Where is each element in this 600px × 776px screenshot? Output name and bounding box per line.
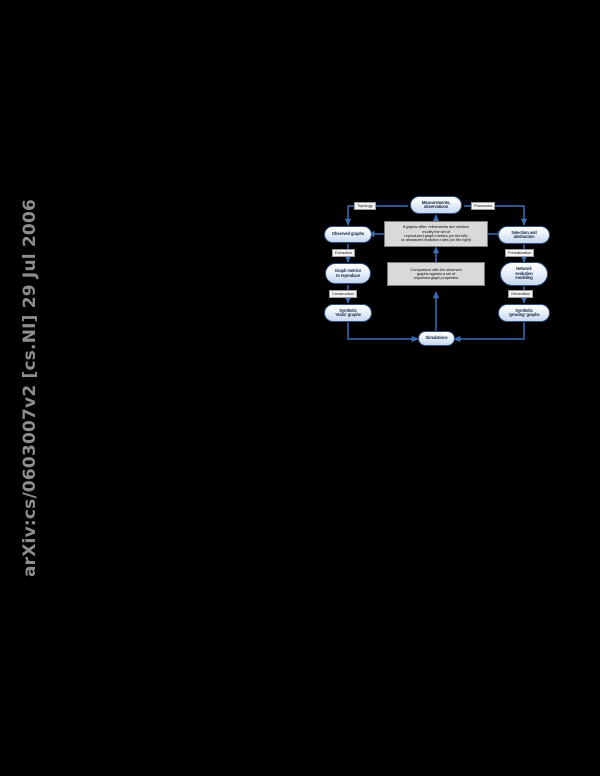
arxiv-stamp: arXiv:cs/0603007v2 [cs.NI] 29 Jul 2006: [0, 0, 60, 776]
node-label: Measurements, observations: [421, 199, 451, 209]
node-label: Graph metrics to reproduce: [334, 268, 362, 278]
edge-label-construction: Construction: [329, 290, 357, 298]
node-measurements-observations[interactable]: Measurements, observations: [410, 196, 462, 214]
node-label: Synthetic 'growing' graphs: [508, 307, 540, 317]
node-simulations[interactable]: Simulations: [418, 331, 455, 346]
note-text: If graphs differ, refinements are needed…: [401, 224, 471, 243]
node-synthetic-growing-graphs[interactable]: Synthetic 'growing' graphs: [498, 304, 550, 322]
edge-label-topology: Topology: [354, 202, 376, 210]
edge-label-processes: Processes: [471, 202, 496, 210]
note-comparison: Comparison with the observed graphs agai…: [387, 262, 485, 286]
node-label: Network evolution modeling: [515, 266, 533, 281]
node-synthetic-static-graphs[interactable]: Synthetic 'static' graphs: [324, 304, 372, 322]
node-selection-and-abstraction[interactable]: Selection and abstraction: [498, 226, 550, 244]
node-graph-metrics-to-reproduce[interactable]: Graph metrics to reproduce: [325, 263, 371, 284]
note-text: Comparison with the observed graphs agai…: [410, 266, 462, 281]
note-refinement: If graphs differ, refinements are needed…: [384, 221, 488, 247]
node-label: Selection and abstraction: [511, 229, 537, 239]
node-observed-graphs[interactable]: Observed graphs: [324, 226, 372, 243]
edge-label-extraction: Extraction: [332, 249, 356, 257]
node-network-evolution-modeling[interactable]: Network evolution modeling: [500, 262, 548, 286]
node-label: Simulations: [425, 335, 448, 341]
node-label: Synthetic 'static' graphs: [335, 307, 361, 317]
methodology-flow-diagram: Measurements, observations Observed grap…: [318, 192, 554, 354]
arxiv-stamp-text: arXiv:cs/0603007v2 [cs.NI] 29 Jul 2006: [20, 198, 40, 578]
node-label: Observed graphs: [331, 231, 365, 237]
edge-label-generation: Generation: [508, 290, 534, 298]
edge-label-formalization: Formalization: [505, 249, 535, 257]
